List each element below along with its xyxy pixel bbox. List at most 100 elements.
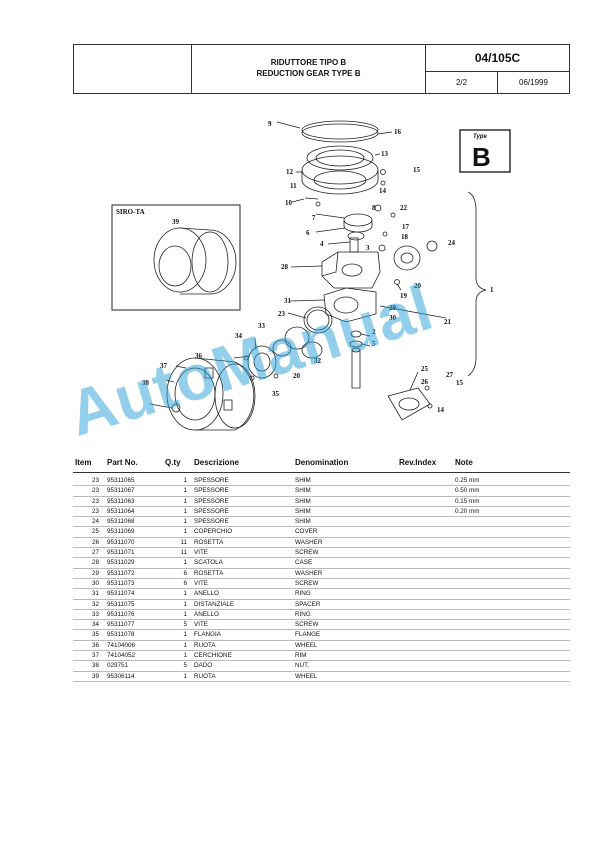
part-number-cell: 95311070 — [107, 538, 135, 546]
denomination-cell: COVER — [295, 528, 318, 536]
descrizione-cell: SCATOLA — [194, 559, 223, 567]
callout-23: 23 — [278, 310, 286, 318]
callout-38: 38 — [142, 379, 150, 387]
descrizione-cell: SPESSORE — [194, 518, 229, 526]
descrizione-cell: FLANGIA — [194, 631, 221, 639]
denomination-cell: CASE — [295, 559, 313, 567]
denomination-cell: RING — [295, 610, 311, 618]
item-cell: 28 — [91, 559, 99, 567]
note-cell: 0.50 mm — [455, 487, 480, 495]
inset-label: SIRO-TA — [116, 208, 145, 216]
col-denomination-header: Denomination — [295, 458, 349, 467]
denomination-cell: RIM — [295, 652, 307, 660]
part-number-cell: 95311073 — [107, 579, 135, 587]
denomination-cell: SCREW — [295, 621, 319, 629]
descrizione-cell: VITE — [194, 549, 208, 557]
item-cell: 35 — [91, 631, 99, 639]
table-row: 28 95311029 1 SCATOLA CASE — [73, 558, 570, 569]
part-number-cell: 95311067 — [107, 487, 135, 495]
part-number-cell: 95311029 — [107, 559, 135, 567]
denomination-cell: WHEEL — [295, 672, 318, 680]
callout-14b: 14 — [437, 406, 445, 414]
descrizione-cell: DADO — [194, 662, 213, 670]
callout-18: 18 — [401, 233, 409, 241]
quantity-cell: 1 — [183, 590, 187, 598]
part-number-cell: 95311072 — [107, 569, 135, 577]
descrizione-cell: RUOTA — [194, 641, 216, 649]
descrizione-cell: VITE — [194, 621, 208, 629]
part-number-cell: 95311065 — [107, 477, 135, 484]
quantity-cell: 1 — [183, 672, 187, 680]
item-cell: 23 — [91, 487, 99, 495]
type-box-letter: B — [472, 142, 491, 172]
item-cell: 31 — [91, 590, 99, 598]
denomination-cell: SPACER — [295, 600, 321, 608]
note-cell: 0.25 mm — [455, 477, 480, 484]
item-cell: 32 — [91, 600, 99, 608]
callout-10: 10 — [285, 199, 293, 207]
callout-28: 28 — [281, 263, 289, 271]
denomination-cell: WASHER — [295, 569, 323, 577]
document-code: 04/105C — [426, 45, 569, 72]
descrizione-cell: DISTANZIALE — [194, 600, 235, 608]
quantity-cell: 1 — [183, 559, 187, 567]
col-part-header: Part No. — [107, 458, 138, 467]
item-cell: 25 — [91, 528, 99, 536]
callout-13: 13 — [381, 150, 389, 158]
item-cell: 37 — [91, 652, 99, 660]
col-rev-header: Rev.Index — [399, 458, 437, 467]
callout-30: 30 — [389, 314, 397, 322]
descrizione-cell: ANELLO — [194, 610, 219, 618]
logo-cell — [74, 45, 192, 93]
callout-6: 6 — [306, 229, 310, 237]
callout-8: 8 — [372, 204, 376, 212]
item-cell: 23 — [91, 507, 99, 515]
col-item-header: Item — [75, 458, 92, 467]
denomination-cell: WHEEL — [295, 641, 318, 649]
item-cell: 24 — [91, 518, 99, 526]
callout-9: 9 — [268, 120, 272, 128]
part-number-cell: 74104006 — [107, 641, 136, 649]
quantity-cell: 1 — [183, 631, 187, 639]
descrizione-cell: SPESSORE — [194, 507, 229, 515]
callout-34: 34 — [235, 332, 243, 340]
quantity-cell: 5 — [183, 662, 187, 670]
part-number-cell: 95311069 — [107, 528, 135, 536]
quantity-cell: 1 — [183, 507, 187, 515]
col-qty-header: Q.ty — [165, 458, 181, 467]
part-number-cell: 95311077 — [107, 621, 135, 629]
item-cell: 26 — [91, 538, 99, 546]
item-cell: 34 — [91, 621, 99, 629]
part-number-cell: 95306114 — [107, 672, 135, 680]
descrizione-cell: SPESSORE — [194, 477, 229, 484]
denomination-cell: SCREW — [295, 579, 319, 587]
title-english: REDUCTION GEAR TYPE B — [256, 69, 361, 78]
quantity-cell: 1 — [183, 652, 187, 660]
item-cell: 29 — [91, 569, 99, 577]
part-number-cell: 029751 — [107, 662, 129, 670]
quantity-cell: 1 — [183, 487, 187, 495]
callout-16: 16 — [394, 128, 402, 136]
item-cell: 39 — [91, 672, 99, 680]
title-block: RIDUTTORE TIPO B REDUCTION GEAR TYPE B 0… — [73, 44, 570, 94]
col-descrizione-header: Descrizione — [194, 458, 239, 467]
item-cell: 33 — [91, 610, 99, 618]
callout-25: 25 — [421, 365, 429, 373]
part-number-cell: 95311071 — [107, 549, 135, 557]
callout-7: 7 — [312, 214, 316, 222]
callout-1: 1 — [490, 286, 494, 294]
reduction-gear-drawing: 9 16 13 15 12 14 11 10 8 22 7 6 17 18 4 … — [111, 120, 511, 431]
quantity-cell: 6 — [183, 569, 187, 577]
note-cell: 0.15 mm — [455, 497, 480, 505]
